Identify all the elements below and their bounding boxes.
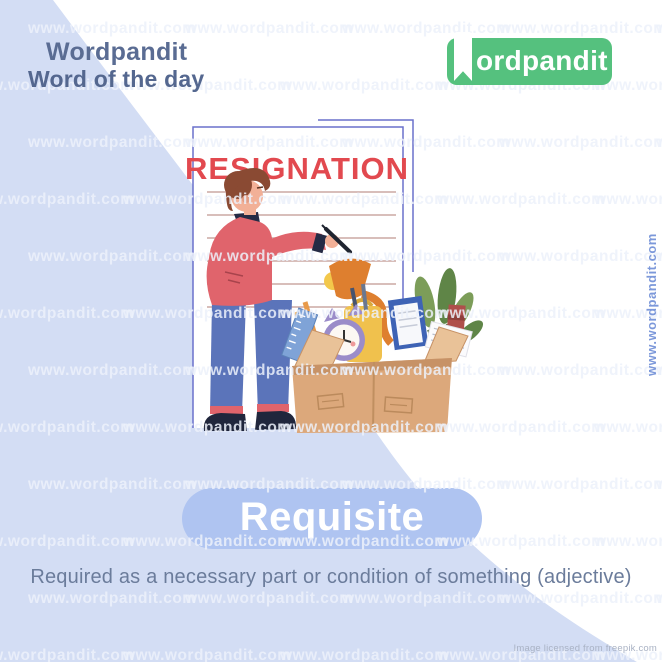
pen-icon	[324, 227, 352, 254]
man-figure	[203, 168, 352, 431]
word-pill: Requisite	[182, 488, 482, 549]
cardboard-box	[292, 326, 469, 433]
ruler	[281, 307, 319, 363]
side-watermark: www.wordpandit.com	[644, 233, 659, 376]
word-of-the-day: Requisite	[239, 495, 425, 539]
pen	[361, 283, 368, 311]
brand-title: Wordpandit	[46, 38, 188, 66]
desk-lamp	[324, 258, 394, 346]
license-text: Image licensed from freepik.com	[513, 643, 657, 654]
resignation-title: RESIGNATION	[185, 151, 409, 186]
logo-wordmark: ordpandit	[476, 45, 608, 76]
back-sheet-border	[318, 119, 414, 272]
blue-folder	[387, 295, 429, 351]
definition-text: Required as a necessary part or conditio…	[30, 566, 632, 588]
wordpandit-logo: ordpandit	[447, 32, 612, 85]
bookmark-ribbon-icon	[454, 32, 472, 81]
word-of-the-day-subtitle: Word of the day	[28, 66, 205, 92]
